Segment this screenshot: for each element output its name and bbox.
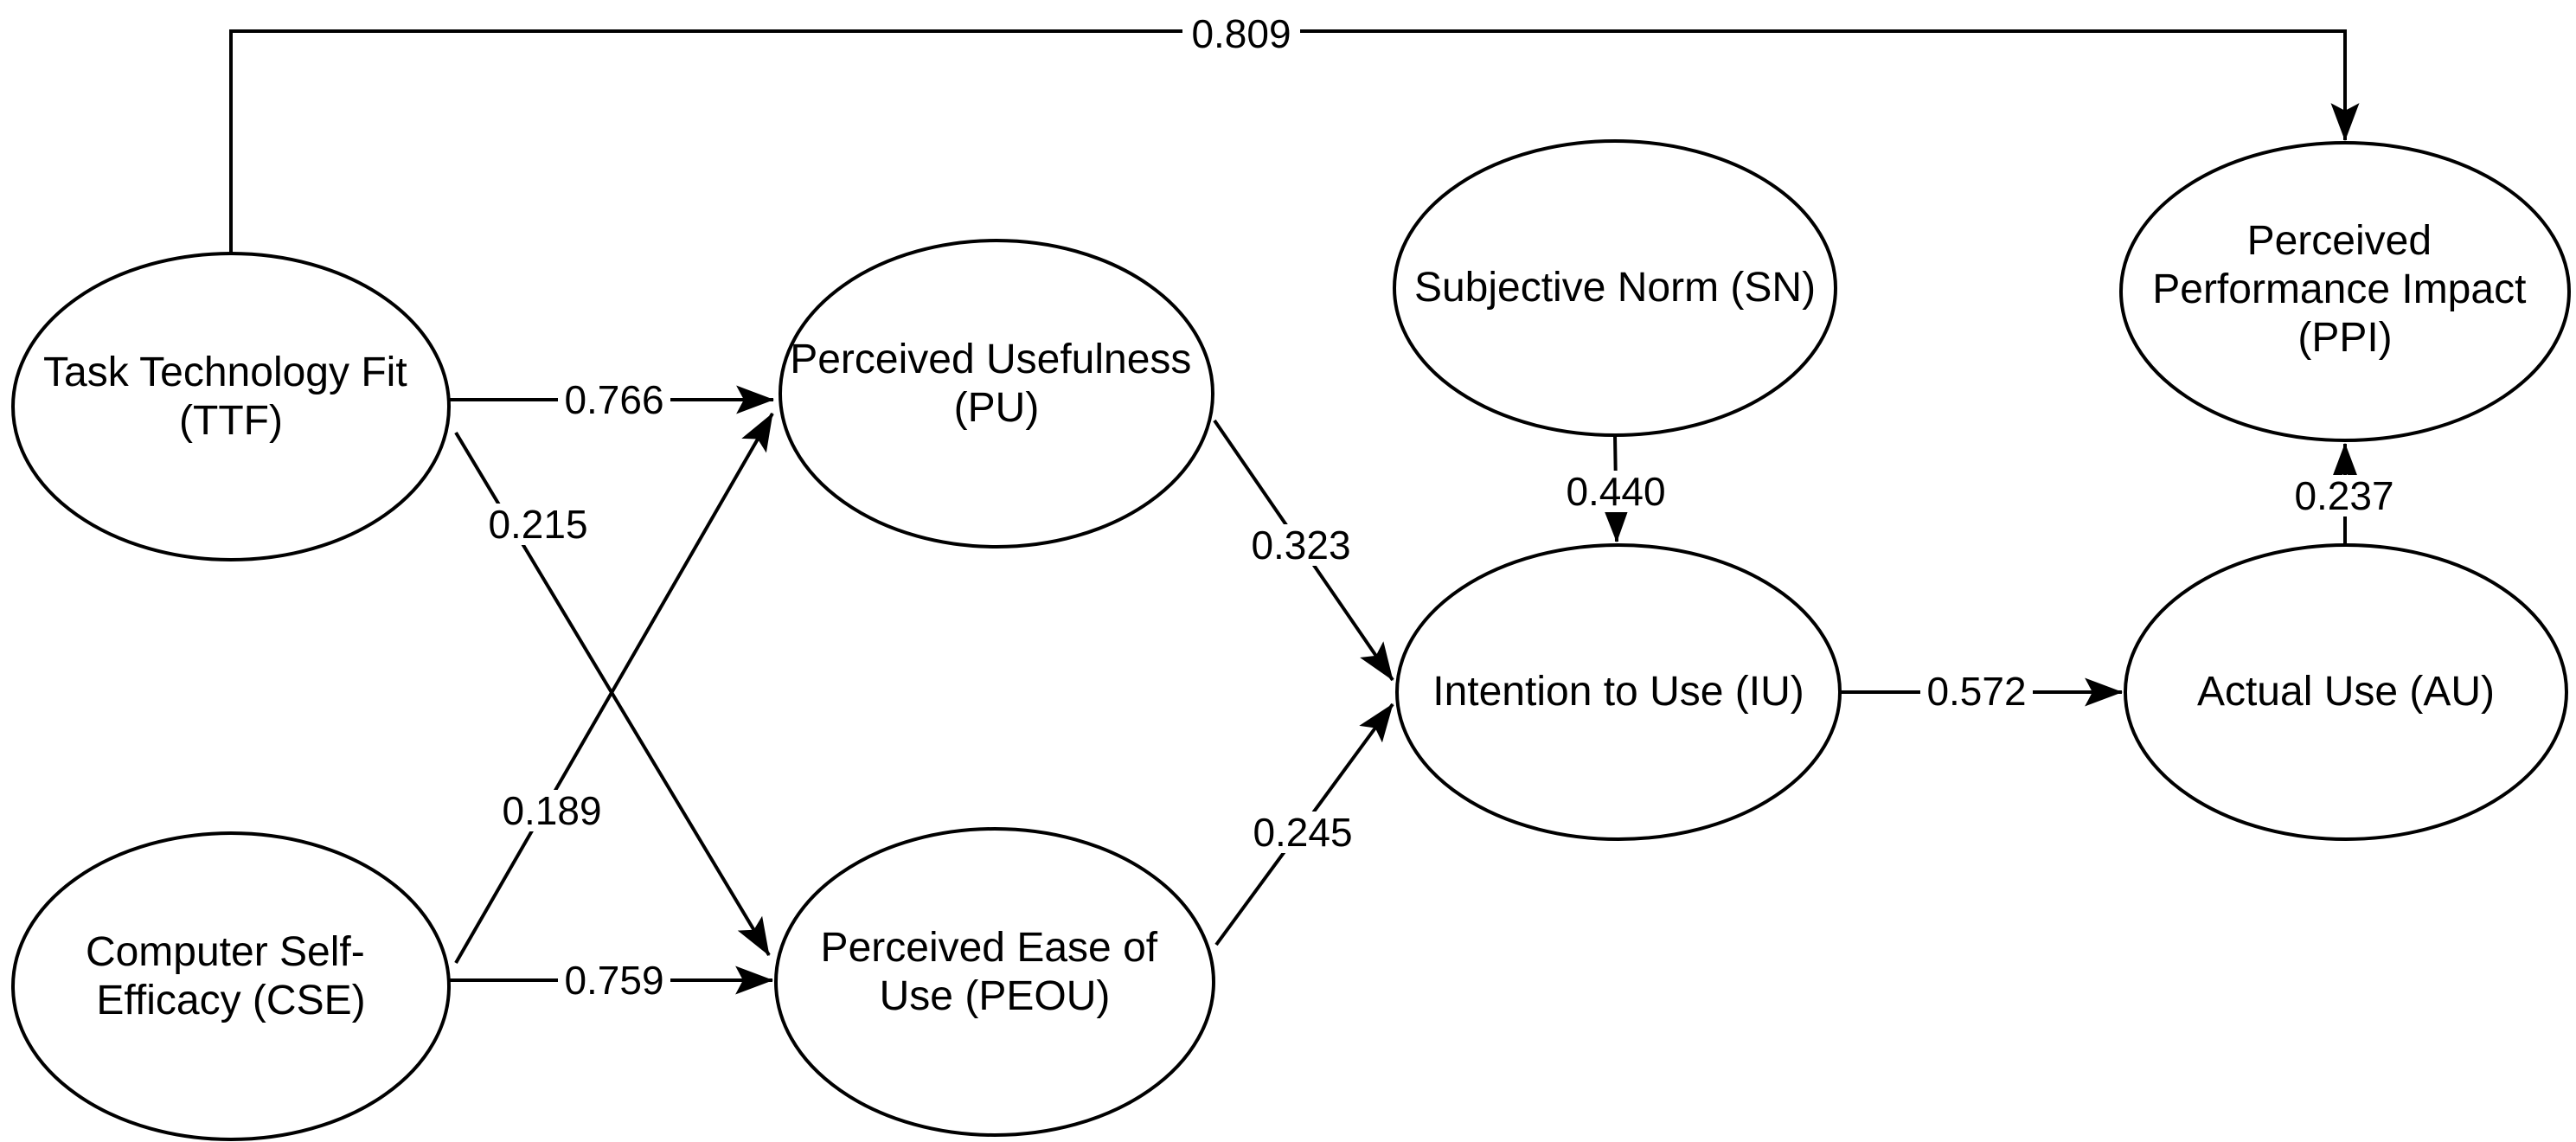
edge-label-pu-iu: 0.323: [1245, 523, 1357, 568]
node-label-line: (PPI): [2297, 315, 2392, 361]
node-label-line: Use (PEOU): [880, 973, 1111, 1019]
edge-label-bg: [482, 504, 594, 545]
node-label-line: Intention to Use (IU): [1432, 669, 1804, 715]
edge-label-bg: [1246, 812, 1359, 853]
edge-label-bg: [2288, 475, 2400, 516]
node-sn-label: Subjective Norm (SN): [1414, 265, 1816, 311]
node-ppi: Perceived Performance Impact (PPI): [2119, 141, 2571, 442]
node-au-label: Actual Use (AU): [2197, 669, 2495, 715]
node-ttf: Task Technology Fit (TTF): [11, 252, 451, 561]
node-iu-label: Intention to Use (IU): [1432, 669, 1804, 715]
node-ppi-label: Perceived Performance Impact (PPI): [2152, 218, 2538, 361]
edge-label-value: 0.189: [502, 788, 601, 833]
edge-label-sn-iu: 0.440: [1560, 469, 1672, 514]
edge-label-bg: [1560, 471, 1672, 512]
node-ttf-label: Task Technology Fit (TTF): [43, 350, 419, 444]
edge-label-value: 0.809: [1191, 11, 1291, 56]
node-label-line: Performance Impact: [2152, 266, 2526, 312]
edge-label-value: 0.237: [2294, 473, 2393, 518]
node-label-line: Subjective Norm (SN): [1414, 265, 1816, 311]
node-cse-ellipse: [11, 831, 451, 1141]
node-cse-label: Computer Self- Efficacy (CSE): [86, 929, 376, 1023]
edge-label-value: 0.440: [1566, 469, 1665, 514]
node-label-line: Actual Use (AU): [2197, 669, 2495, 715]
edge-label-value: 0.215: [488, 502, 587, 547]
node-iu-ellipse: [1395, 543, 1842, 841]
edge-ttf-ppi-line: [229, 29, 2360, 253]
edge-label-cse-pu: 0.189: [496, 788, 608, 833]
node-label-line: Perceived Usefulness: [790, 337, 1191, 382]
node-cse: Computer Self- Efficacy (CSE): [11, 831, 451, 1141]
node-au-ellipse: [2124, 543, 2568, 841]
edge-label-peou-iu: 0.245: [1246, 810, 1359, 855]
node-pu-ellipse: [779, 239, 1214, 549]
node-peou: Perceived Ease of Use (PEOU): [774, 827, 1215, 1137]
edge-label-bg: [558, 959, 670, 1001]
node-peou-ellipse: [774, 827, 1215, 1137]
edge-label-bg: [496, 790, 608, 831]
edge-label-value: 0.572: [1926, 669, 2026, 714]
edge-ttf-ppi: [229, 29, 2360, 253]
node-sn-ellipse: [1393, 139, 1837, 437]
edge-label-bg: [558, 379, 670, 420]
edge-label-bg: [1182, 12, 1300, 54]
node-sn: Subjective Norm (SN): [1393, 139, 1837, 437]
edge-label-ttf-ppi: 0.809: [1182, 11, 1300, 56]
node-pu-label: Perceived Usefulness (PU): [790, 337, 1203, 431]
node-au: Actual Use (AU): [2124, 543, 2568, 841]
node-label-line: (PU): [954, 385, 1040, 431]
edge-cse-pu-line: [454, 413, 774, 964]
edge-label-cse-peou: 0.759: [558, 958, 670, 1003]
edge-cse-pu: [454, 413, 774, 964]
edge-label-value: 0.323: [1251, 523, 1350, 568]
node-iu: Intention to Use (IU): [1395, 543, 1842, 841]
node-label-line: Task Technology Fit: [43, 350, 407, 395]
node-label-line: (TTF): [179, 398, 283, 444]
node-peou-label: Perceived Ease of Use (PEOU): [821, 925, 1169, 1019]
edge-label-au-ppi: 0.237: [2288, 473, 2400, 518]
edge-label-value: 0.245: [1253, 810, 1352, 855]
node-label-line: Computer Self-: [86, 929, 365, 975]
node-label-line: Perceived: [2247, 218, 2432, 264]
edge-label-iu-au: 0.572: [1920, 669, 2033, 714]
node-pu: Perceived Usefulness (PU): [779, 239, 1214, 549]
node-ttf-ellipse: [11, 252, 451, 561]
edge-label-ttf-peou: 0.215: [482, 502, 594, 547]
edge-label-value: 0.759: [564, 958, 663, 1003]
node-label-line: Perceived Ease of: [821, 925, 1158, 971]
node-label-line: Efficacy (CSE): [96, 978, 365, 1023]
edge-label-bg: [1920, 670, 2033, 712]
edge-label-value: 0.766: [564, 377, 663, 422]
edge-label-bg: [1245, 524, 1357, 566]
edge-label-ttf-pu: 0.766: [558, 377, 670, 422]
node-ppi-ellipse: [2119, 141, 2571, 442]
